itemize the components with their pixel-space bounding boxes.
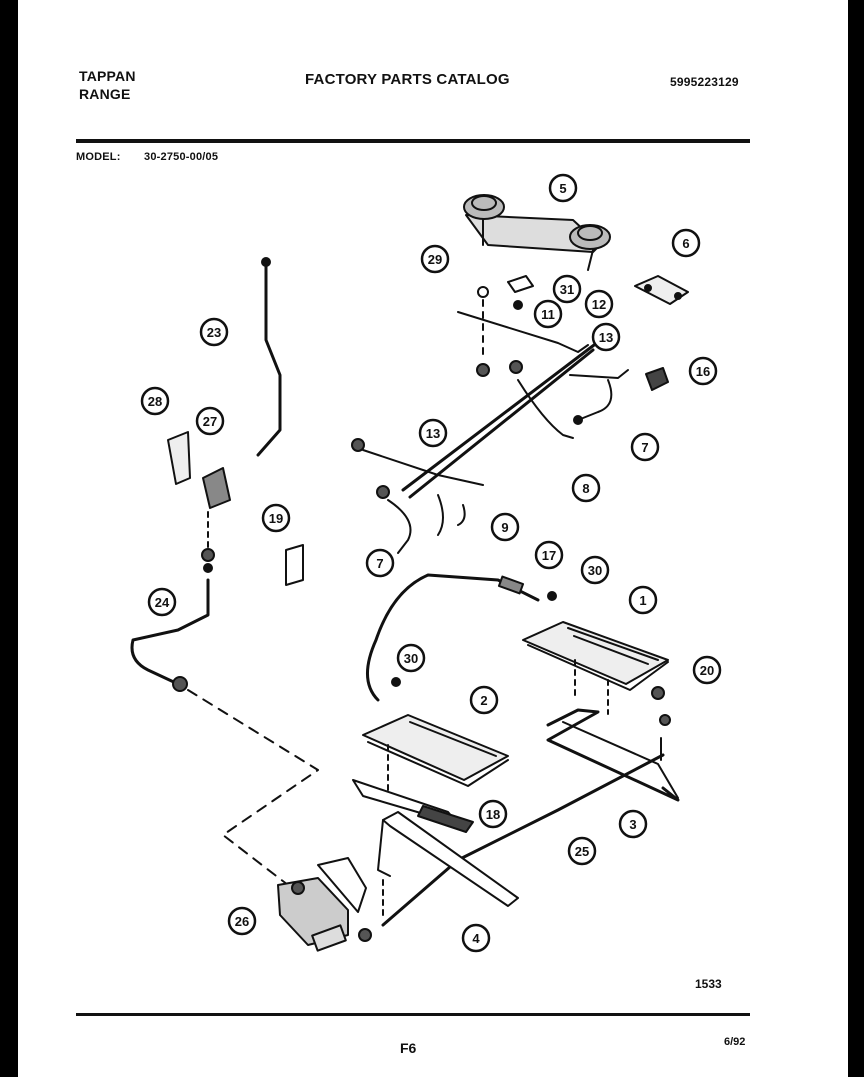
callout-circle-3 [618, 809, 648, 839]
callout-circle-17 [534, 540, 564, 570]
callout-label-30: 30 [404, 651, 418, 666]
exploded-parts-diagram: 5629311112131678139723282719241730120302… [130, 173, 722, 953]
callout-label-6: 6 [682, 236, 689, 251]
model-number: 30-2750-00/05 [144, 151, 219, 163]
callout-label-12: 12 [592, 297, 606, 312]
model-label: MODEL: [76, 151, 121, 163]
callout-label-3: 3 [629, 817, 636, 832]
callout-label-26: 26 [235, 914, 249, 929]
callout-circle-30 [396, 643, 426, 673]
footer-rule [76, 1013, 750, 1016]
callout-circle-24 [147, 587, 177, 617]
callout-label-5: 5 [559, 181, 566, 196]
callout-label-30: 30 [588, 563, 602, 578]
callout-circle-18 [478, 799, 508, 829]
callout-circle-23 [199, 317, 229, 347]
header-rule [76, 139, 750, 143]
callout-label-8: 8 [582, 481, 589, 496]
catalog-title: FACTORY PARTS CATALOG [305, 71, 510, 88]
callout-label-16: 16 [696, 364, 710, 379]
page-number: F6 [400, 1040, 417, 1056]
callout-label-11: 11 [541, 307, 555, 322]
callout-circle-20 [692, 655, 722, 685]
drawing-number: 1533 [695, 977, 722, 991]
callout-circle-7 [365, 548, 395, 578]
callout-label-19: 19 [269, 511, 283, 526]
callout-label-17: 17 [542, 548, 556, 563]
brand-line1: TAPPAN [79, 68, 136, 84]
callout-label-31: 31 [560, 282, 574, 297]
callout-circle-13 [418, 418, 448, 448]
callout-label-23: 23 [207, 325, 221, 340]
callout-label-13: 13 [426, 426, 440, 441]
parts-sheet: TAPPAN RANGE FACTORY PARTS CATALOG 59952… [18, 0, 848, 1077]
callout-circle-13 [591, 322, 621, 352]
callout-group: 5629311112131678139723282719241730120302… [140, 173, 722, 953]
callout-label-7: 7 [376, 556, 383, 571]
callout-label-20: 20 [700, 663, 714, 678]
callout-circle-5 [548, 173, 578, 203]
callout-circle-6 [671, 228, 701, 258]
callout-label-2: 2 [480, 693, 487, 708]
part-drawings [130, 194, 689, 952]
revision-date: 6/92 [724, 1036, 746, 1048]
callout-circle-8 [571, 473, 601, 503]
callout-circle-27 [195, 406, 225, 436]
callout-circle-30 [580, 555, 610, 585]
callout-label-4: 4 [472, 931, 480, 946]
callout-label-18: 18 [486, 807, 500, 822]
callout-circle-25 [567, 836, 597, 866]
callout-label-27: 27 [203, 414, 217, 429]
callout-label-28: 28 [148, 394, 162, 409]
callout-circle-4 [461, 923, 491, 953]
callout-circle-12 [584, 289, 614, 319]
callout-circle-19 [261, 503, 291, 533]
callout-label-1: 1 [639, 593, 646, 608]
callout-circle-28 [140, 386, 170, 416]
callout-circle-9 [490, 512, 520, 542]
callout-circle-11 [533, 299, 563, 329]
callout-circle-16 [688, 356, 718, 386]
callout-label-29: 29 [428, 252, 442, 267]
callout-label-9: 9 [501, 520, 508, 535]
callout-circle-2 [469, 685, 499, 715]
callout-label-13: 13 [599, 330, 613, 345]
callout-circle-31 [552, 274, 582, 304]
callout-circle-26 [227, 906, 257, 936]
callout-label-25: 25 [575, 844, 589, 859]
doc-number: 5995223129 [670, 75, 739, 89]
callout-circle-7 [630, 432, 660, 462]
callout-label-24: 24 [155, 595, 170, 610]
callout-label-7: 7 [641, 440, 648, 455]
callout-circle-1 [628, 585, 658, 615]
callout-circle-29 [420, 244, 450, 274]
brand-line2: RANGE [79, 86, 131, 102]
